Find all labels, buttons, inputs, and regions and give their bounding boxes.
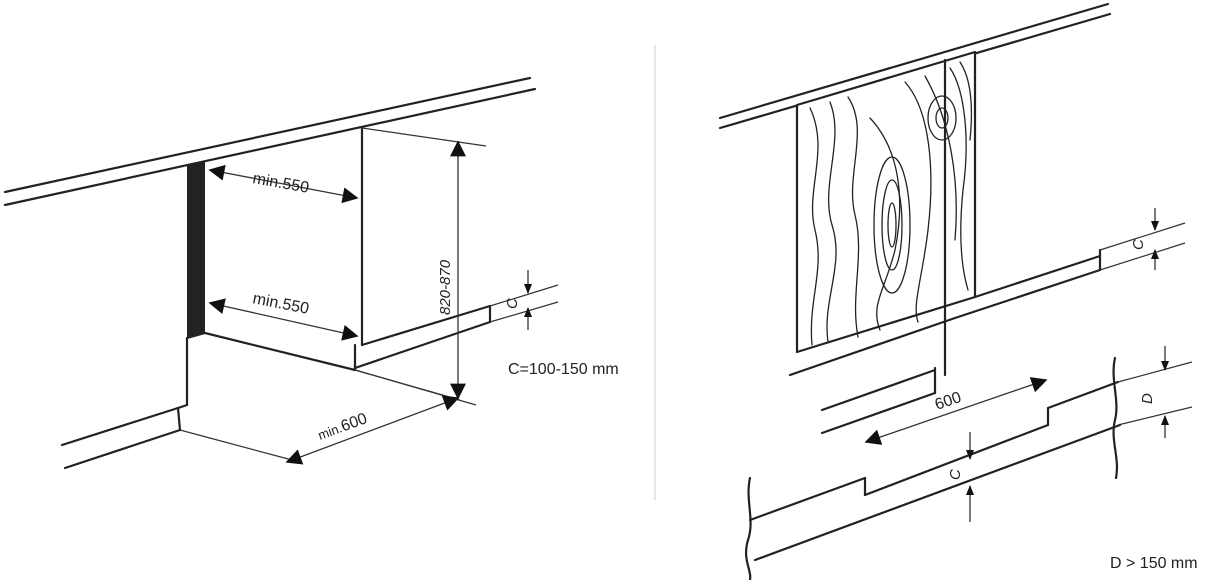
note-d-min: D > 150 mm: [1110, 555, 1198, 572]
dim-width-label: min.600: [316, 410, 370, 444]
note-c-range: C=100-150 mm: [508, 361, 619, 378]
dim-c-bottom-label: C: [947, 469, 964, 480]
right-diagram: C 600 D C: [718, 2, 1198, 580]
wood-panel: [795, 50, 977, 377]
countertop-left: [3, 76, 537, 207]
side-panel: [187, 161, 205, 338]
dim-c-left-label: C: [504, 298, 521, 309]
dim-c-left: C: [489, 270, 559, 330]
dim-depth-top: min.550: [208, 164, 359, 204]
dim-c-bottom: C: [947, 432, 974, 522]
dim-c-top: C: [1099, 208, 1186, 271]
dim-height-label: 820-870: [437, 259, 454, 315]
left-diagram: min.550 min.550 820-870 C min.600: [3, 76, 619, 470]
dim-d: D: [1117, 346, 1193, 438]
dim-height: 820-870: [354, 127, 487, 406]
dim-d-label: D: [1139, 393, 1156, 404]
dim-c-top-label: C: [1130, 239, 1147, 250]
dim-width-right: 600: [864, 377, 1048, 445]
dim-depth-bottom: min.550: [208, 290, 359, 341]
floor-right: [744, 356, 1122, 580]
dim-depth-top-label: min.550: [251, 170, 310, 197]
floor-left: [60, 403, 293, 470]
dim-width: min.600: [285, 369, 461, 465]
